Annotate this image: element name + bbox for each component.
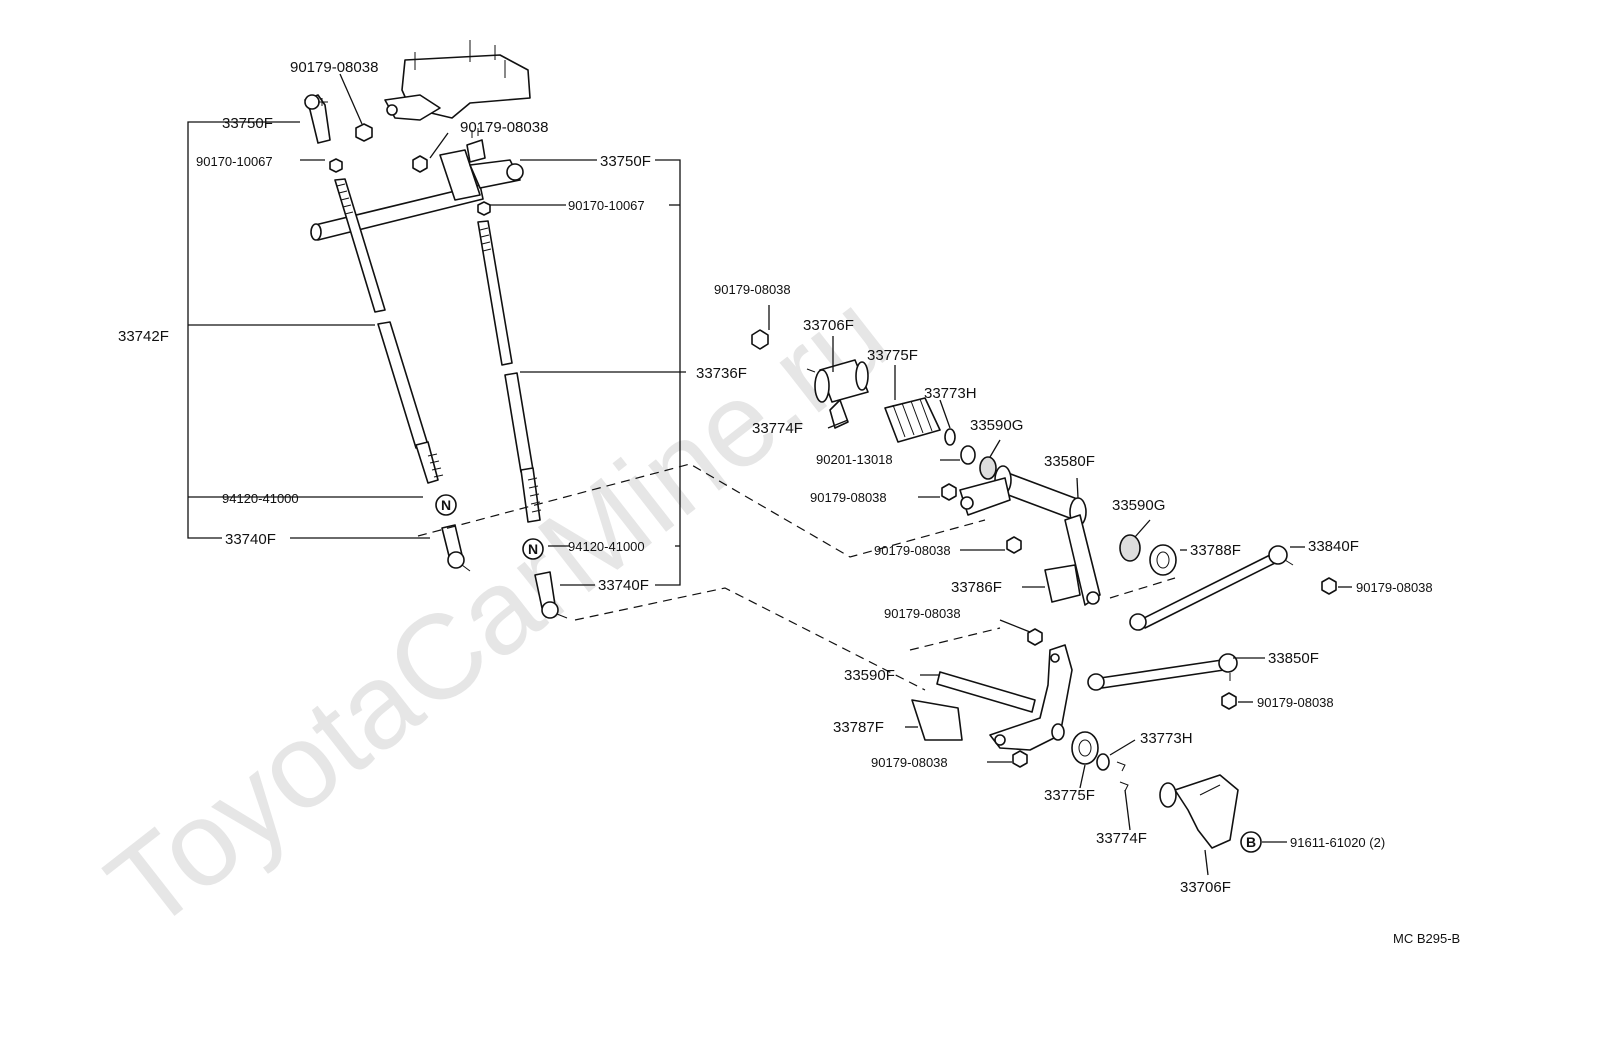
nut-icons-mid — [941, 483, 1337, 768]
label-33788F: 33788F — [1190, 542, 1241, 559]
n-symbols: N N — [435, 494, 544, 560]
label-33775F-top: 33775F — [867, 347, 918, 364]
nut-icon-mid-top — [751, 329, 769, 350]
label-33774F-bottom: 33774F — [1096, 830, 1147, 847]
rod-33840F — [1129, 545, 1294, 631]
label-90170-10067-right: 90170-10067 — [568, 198, 645, 213]
label-33850F: 33850F — [1268, 650, 1319, 667]
pin-33774F-a — [1116, 761, 1126, 772]
label-33750F-right: 33750F — [600, 153, 651, 170]
label-90170-10067-left: 90170-10067 — [196, 154, 273, 169]
right-bracket-lines — [486, 159, 686, 586]
label-33736F: 33736F — [696, 365, 747, 382]
bushing-33590G-top — [979, 456, 997, 480]
b-symbol: B — [1240, 831, 1262, 853]
ball-joint-33740F-left — [441, 524, 471, 572]
label-33742F: 33742F — [118, 328, 169, 345]
label-90201-13018: 90201-13018 — [816, 452, 893, 467]
label-33740F-right: 33740F — [598, 577, 649, 594]
bushing-33788F — [1149, 544, 1177, 576]
label-94120-41000-right: 94120-41000 — [568, 539, 645, 554]
label-91611-61020: 91611-61020 (2) — [1290, 835, 1385, 850]
lever-33706F-bottom — [1159, 774, 1239, 849]
rod-33742F — [334, 178, 444, 484]
label-33706F-bottom: 33706F — [1180, 879, 1231, 896]
bracket-33787F — [911, 699, 963, 741]
rod-33850F — [1087, 653, 1238, 691]
washer-90201-13018 — [960, 445, 976, 465]
figure-code: MC B295-B — [1393, 931, 1460, 946]
ball-joint-33750F-left — [304, 94, 331, 144]
label-94120-41000-left: 94120-41000 — [222, 491, 299, 506]
lever-33590F — [936, 644, 1073, 751]
label-33775F-bottom: 33775F — [1044, 787, 1095, 804]
left-bracket-lines — [187, 121, 430, 539]
label-90179-08038-c: 90179-08038 — [714, 282, 791, 297]
rod-33736F — [477, 220, 542, 523]
label-90179-08038-h: 90179-08038 — [1257, 695, 1334, 710]
pin-33774F-b — [1119, 781, 1129, 792]
label-33590F: 33590F — [844, 667, 895, 684]
label-90179-08038-g: 90179-08038 — [884, 606, 961, 621]
upper-mount-bracket — [384, 40, 531, 121]
lever-33706F-top — [806, 359, 869, 429]
leader-lines — [300, 73, 1352, 876]
label-33773H-bottom: 33773H — [1140, 730, 1193, 747]
n-symbol-left — [435, 494, 457, 516]
label-90179-08038-e: 90179-08038 — [874, 543, 951, 558]
n-symbol-right — [522, 538, 544, 560]
part-labels: 90179-08038 33750F 90179-08038 90170-100… — [118, 59, 1460, 946]
label-90179-08038-i: 90179-08038 — [871, 755, 948, 770]
label-90179-08038-d: 90179-08038 — [810, 490, 887, 505]
boot-33775F-bottom — [1071, 731, 1099, 765]
label-33773H-top: 33773H — [924, 385, 977, 402]
label-90179-08038-a: 90179-08038 — [290, 59, 378, 76]
bushing-33590G-right — [1119, 534, 1141, 562]
b-symbol-text: B — [1246, 834, 1256, 850]
nut-icons-upper — [329, 123, 491, 216]
label-33840F: 33840F — [1308, 538, 1359, 555]
label-33580F: 33580F — [1044, 453, 1095, 470]
clip-33773H-top — [944, 428, 956, 446]
n-symbol-left-text: N — [441, 497, 451, 513]
clip-33773H-bottom — [1096, 753, 1110, 771]
label-33740F-left: 33740F — [225, 531, 276, 548]
label-90179-08038-f: 90179-08038 — [1356, 580, 1433, 595]
dashed-routing-lines — [417, 463, 1176, 691]
ball-joint-33740F-right — [534, 571, 568, 619]
boot-33775F-top — [884, 397, 941, 443]
label-33590G-right: 33590G — [1112, 497, 1165, 514]
label-90179-08038-b: 90179-08038 — [460, 119, 548, 136]
label-33706F-top: 33706F — [803, 317, 854, 334]
lever-shaft-33580F — [959, 465, 1101, 606]
n-symbol-right-text: N — [528, 541, 538, 557]
label-33774F-top: 33774F — [752, 420, 803, 437]
watermark: ToyotaCarMine.ru — [84, 267, 913, 956]
label-33787F: 33787F — [833, 719, 884, 736]
label-33786F: 33786F — [951, 579, 1002, 596]
bracket-33786F — [1044, 564, 1081, 603]
label-33750F-left: 33750F — [222, 115, 273, 132]
label-33590G-top: 33590G — [970, 417, 1023, 434]
